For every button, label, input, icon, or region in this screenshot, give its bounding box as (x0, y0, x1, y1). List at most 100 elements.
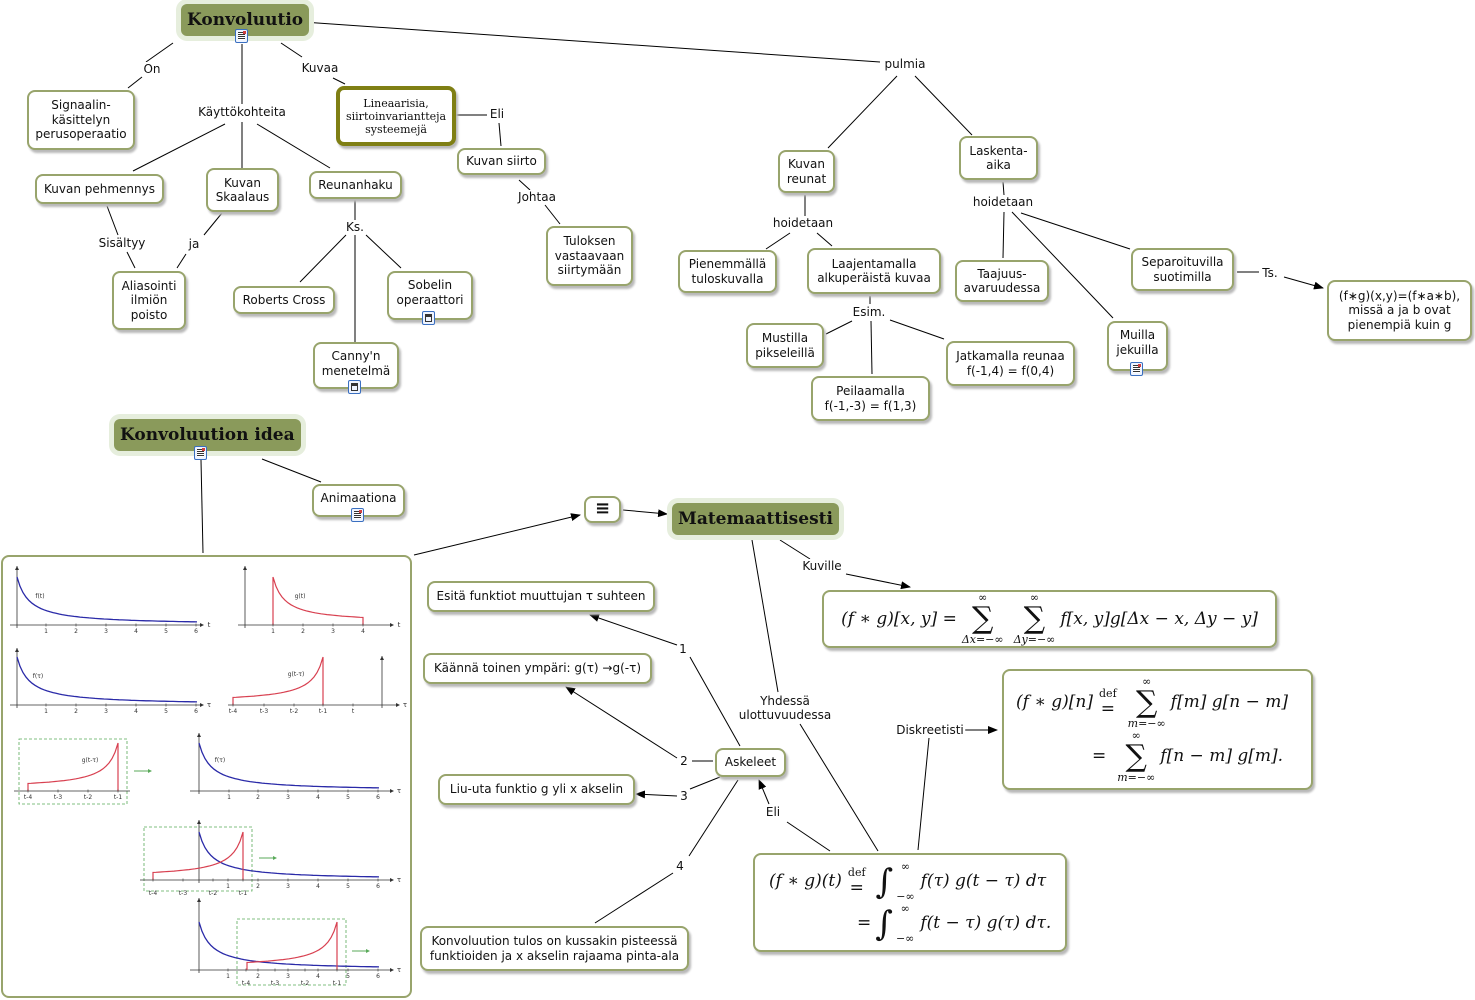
link-label-kayttokohteita: Käyttökohteita (197, 105, 287, 119)
root-matemaattisesti[interactable]: Matemaattisesti (672, 503, 839, 535)
link-label-yhdessa: Yhdessä ulottuvuudessa (737, 694, 833, 722)
integral: ∫ ∞ −∞ (875, 901, 915, 945)
integral-bottom: −∞ (895, 931, 915, 945)
convolution-animation-image (1, 555, 412, 998)
def-equals: def= (1099, 686, 1117, 719)
def-text: def (1099, 686, 1117, 700)
integral-symbol: ∫ (875, 903, 893, 944)
link-label-eli: Eli (488, 107, 506, 121)
node-laskenta-aika[interactable]: Laskenta- aika (959, 136, 1038, 180)
node-kuvan-reunat[interactable]: Kuvan reunat (778, 150, 835, 193)
node-peilaamalla[interactable]: Peilaamalla f(-1,-3) = f(1,3) (811, 376, 930, 421)
link-label-step-1: 1 (678, 642, 688, 656)
node-kaanna[interactable]: Käännä toinen ympäri: g(τ) →g(-τ) (423, 653, 652, 684)
link-label-step-2: 2 (679, 754, 689, 768)
link-label-sisaltyy: Sisältyy (97, 236, 147, 250)
node-signaalin[interactable]: Signaalin- käsittelyn perusoperaatio (27, 90, 135, 150)
formula-rhs: f(t − τ) g(τ) dτ. (920, 913, 1052, 934)
sum: ∞∑m=−∞ (1127, 674, 1166, 730)
link-label-diskreetisti: Diskreetisti (895, 723, 965, 737)
link-label-ja: ja (187, 237, 201, 251)
node-lineaarisia[interactable]: Lineaarisia, siirtoinvariantteja systeem… (336, 86, 457, 146)
node-laajentamalla[interactable]: Laajentamalla alkuperäistä kuvaa (807, 248, 941, 294)
sum-bottom: m=−∞ (1127, 716, 1166, 730)
link-label-hoidetaan: hoidetaan (771, 216, 835, 230)
equals-sign: = (857, 913, 872, 934)
node-tuloksen[interactable]: Tuloksen vastaavaan siirtymään (546, 226, 633, 286)
node-konvoluution-tulos[interactable]: Konvoluution tulos on kussakin pisteessä… (420, 926, 689, 971)
link-label-esim: Esim. (851, 305, 887, 319)
sum-symbol: ∑ (1135, 684, 1158, 720)
link-label-ts: Ts. (1261, 266, 1279, 280)
formula-rhs: f[x, y]g[Δx − x, Δy − y] (1060, 608, 1258, 629)
integral-top: ∞ (900, 859, 911, 873)
integral: ∫ ∞ −∞ (875, 859, 915, 903)
link-label-ks: Ks. (345, 220, 365, 234)
link-label-johtaa: Johtaa (517, 190, 557, 204)
sum-top: ∞ (1142, 674, 1152, 688)
document-icon[interactable] (1130, 362, 1143, 376)
link-label-kuvaa: Kuvaa (300, 61, 340, 75)
node-separable-formula[interactable]: (f∗g)(x,y)=(f∗a∗b), missä a ja b ovat pi… (1327, 280, 1472, 341)
sum-y: ∞∑Δy=−∞ (1014, 592, 1056, 646)
sum-symbol: ∑ (1023, 601, 1046, 636)
link-label-kuville: Kuville (801, 559, 843, 573)
node-kuvan-siirto[interactable]: Kuvan siirto (457, 148, 546, 175)
formula-2d-convolution[interactable]: (f ∗ g)[x, y] = ∞∑Δx=−∞ ∞∑Δy=−∞ f[x, y]g… (822, 590, 1277, 648)
integral-bottom: −∞ (896, 889, 915, 903)
node-jatkamalla[interactable]: Jatkamalla reunaa f(-1,4) = f(0,4) (946, 341, 1075, 386)
link-label-pulmia: pulmia (883, 57, 927, 71)
link-label-hoidetaan: hoidetaan (971, 195, 1035, 209)
sum: ∞∑m=−∞ (1117, 728, 1156, 784)
node-esita[interactable]: Esitä funktiot muuttujan τ suhteen (427, 581, 655, 612)
root-konvoluution-idea[interactable]: Konvoluution idea (114, 419, 301, 451)
link-label-step-3: 3 (679, 789, 689, 803)
def-equals: def= (847, 865, 866, 898)
node-reunanhaku[interactable]: Reunanhaku (309, 171, 402, 199)
node-roberts-cross[interactable]: Roberts Cross (233, 286, 335, 314)
sum-bottom: Δy=−∞ (1013, 633, 1056, 646)
formula-rhs: f(τ) g(t − τ) dτ (920, 871, 1047, 892)
link-label-on: On (142, 62, 162, 76)
def-text: def (847, 865, 866, 879)
node-kuvan-pehmennys[interactable]: Kuvan pehmennys (35, 174, 164, 204)
document-icon[interactable] (194, 446, 207, 460)
formula-lhs: (f ∗ g)(t) (769, 871, 842, 892)
link-label-eli: Eli (764, 805, 782, 819)
node-kuvan-skaalaus[interactable]: Kuvan Skaalaus (206, 168, 279, 212)
equals-sign: = (1092, 746, 1107, 767)
sum-top: ∞ (1131, 728, 1141, 742)
equals-sign: = (1100, 698, 1115, 719)
formula-discrete-convolution[interactable]: (f ∗ g)[n] def= ∞∑m=−∞ f[m] g[n − m] = ∞… (1002, 669, 1313, 790)
formula-rhs: f[n − m] g[m]. (1160, 746, 1284, 767)
menu-node[interactable]: ≡ (584, 496, 621, 523)
sum-bottom: Δx=−∞ (961, 633, 1004, 646)
sum-top: ∞ (1029, 591, 1040, 604)
document-icon[interactable] (351, 508, 364, 522)
concept-map-icon[interactable] (348, 380, 361, 394)
document-icon[interactable] (235, 29, 248, 43)
sum-symbol: ∑ (971, 601, 994, 636)
node-pienemmalla[interactable]: Pienemmällä tuloskuvalla (678, 250, 777, 293)
node-mustilla[interactable]: Mustilla pikseleillä (746, 323, 824, 368)
formula-lhs: (f ∗ g)[n] (1016, 692, 1094, 713)
formula-rhs: f[m] g[n − m] (1170, 692, 1289, 713)
link-label-step-4: 4 (675, 859, 685, 873)
node-sobelin[interactable]: Sobelin operaattori (387, 271, 473, 320)
equals-sign: = (849, 877, 864, 898)
sum-x: ∞∑Δx=−∞ (962, 592, 1004, 646)
node-taajuus[interactable]: Taajuus- avaruudessa (955, 260, 1049, 302)
sum-symbol: ∑ (1125, 738, 1147, 774)
formula-lhs: (f ∗ g)[x, y] = (841, 608, 957, 629)
formula-continuous-convolution[interactable]: (f ∗ g)(t) def= ∫∞−∞ f(τ) g(t − τ) dτ = … (753, 853, 1068, 952)
root-konvoluutio[interactable]: Konvoluutio (181, 4, 310, 36)
node-liu-uta[interactable]: Liu-uta funktio g yli x akselin (438, 774, 635, 805)
integral-top: ∞ (900, 901, 910, 915)
sum-bottom: m=−∞ (1117, 770, 1156, 784)
concept-map-icon[interactable] (422, 311, 435, 325)
node-aliasointi[interactable]: Aliasointi ilmiön poisto (112, 271, 186, 330)
node-askeleet[interactable]: Askeleet (715, 748, 786, 777)
integral-symbol: ∫ (875, 861, 894, 902)
node-separoituvilla[interactable]: Separoituvilla suotimilla (1131, 248, 1234, 291)
